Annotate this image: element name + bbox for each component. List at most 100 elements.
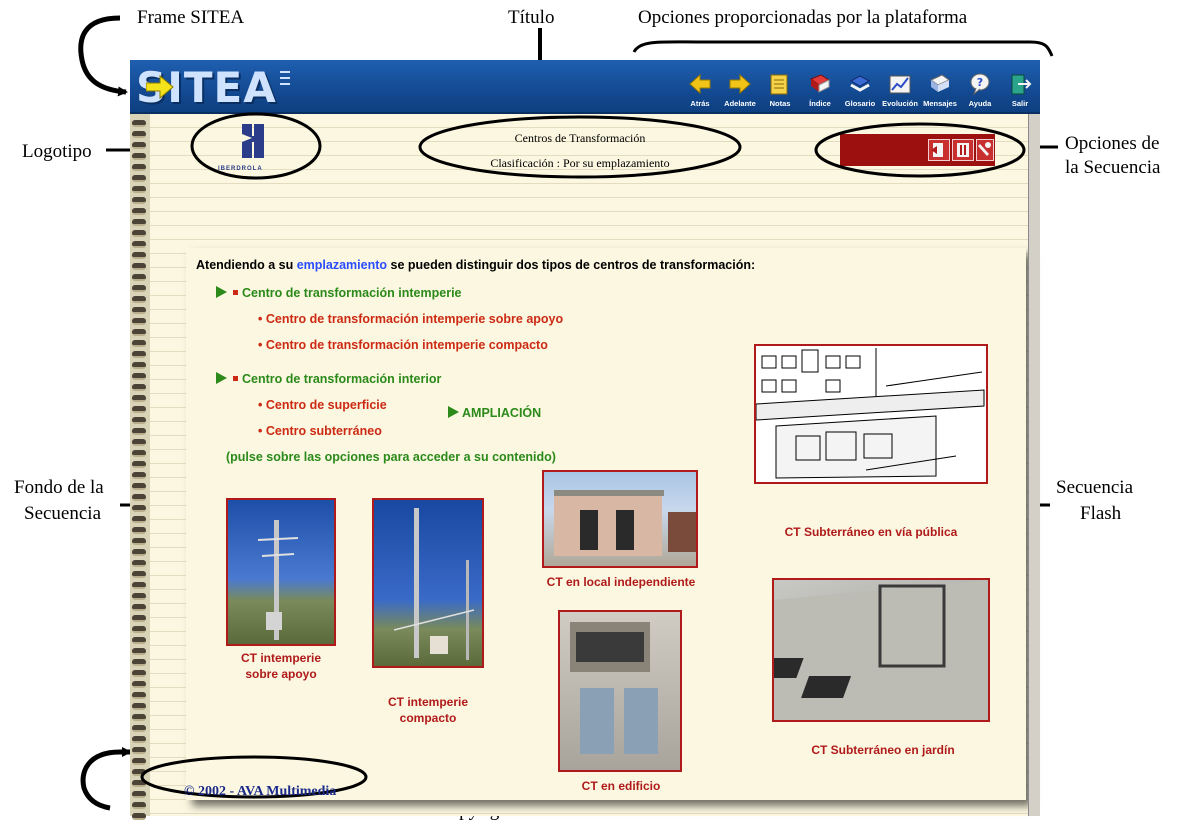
spiral-ring — [132, 802, 146, 809]
spiral-ring — [132, 351, 146, 358]
svg-text:?: ? — [977, 76, 983, 89]
spiral-ring — [132, 373, 146, 380]
spiral-ring — [132, 362, 146, 369]
spiral-ring — [132, 758, 146, 765]
spiral-ring — [132, 175, 146, 182]
content-frame: IBERDROLA Centros de Transformación Clas… — [140, 112, 1028, 816]
caption-compact[interactable]: CT intemperie compacto — [358, 694, 498, 726]
spiral-ring — [132, 538, 146, 545]
spiral-ring — [132, 637, 146, 644]
photo-independent-building-ct[interactable] — [542, 470, 698, 568]
toolbar-label-messages: Mensajes — [923, 99, 957, 108]
option-indoor-label: Centro de transformación interior — [242, 372, 442, 386]
spiral-ring — [132, 582, 146, 589]
garden-ct-drawing — [774, 580, 988, 720]
spiral-ring — [132, 571, 146, 578]
toolbar-label-forward: Adelante — [724, 99, 756, 108]
option-outdoor-compact[interactable]: • Centro de transformación intemperie co… — [258, 338, 548, 352]
title-ellipse — [418, 115, 742, 179]
sequence-back-button[interactable] — [928, 139, 950, 161]
spiral-ring — [132, 670, 146, 677]
caption-pole[interactable]: CT intemperie sobre apoyo — [206, 650, 356, 682]
option-underground[interactable]: • Centro subterráneo — [258, 424, 382, 438]
spiral-ring — [132, 252, 146, 259]
notes-icon — [770, 74, 788, 95]
option-outdoor[interactable]: Centro de transformación intemperie — [216, 286, 462, 300]
spiral-ring — [132, 307, 146, 314]
toolbar-button-help[interactable]: ? Ayuda — [960, 60, 1000, 112]
spiral-ring — [132, 813, 146, 820]
spiral-ring — [132, 439, 146, 446]
sequence-pause-button[interactable] — [952, 139, 974, 161]
option-surface[interactable]: • Centro de superficie — [258, 398, 387, 412]
spiral-ring — [132, 406, 146, 413]
toolbar-button-notes[interactable]: Notas — [760, 60, 800, 112]
option-indoor[interactable]: Centro de transformación interior — [216, 372, 441, 386]
spiral-ring — [132, 153, 146, 160]
caption-compact-1: CT intemperie — [387, 695, 468, 709]
toolbar-button-glossary[interactable]: Glosario — [840, 60, 880, 112]
photo-underground-garden[interactable] — [772, 578, 990, 722]
caption-garden[interactable]: CT Subterráneo en jardín — [811, 743, 955, 757]
photo-pole-mounted-ct[interactable] — [226, 498, 336, 646]
iberdrola-logo-caption: IBERDROLA — [218, 166, 263, 172]
logo-ellipse — [190, 112, 322, 180]
toolbar-button-forward[interactable]: Adelante — [720, 60, 760, 112]
sequence-options-bar — [840, 134, 995, 166]
toolbar-button-exit[interactable]: Salir — [1000, 60, 1040, 112]
iberdrola-logo-icon — [242, 124, 264, 158]
sitea-logo-bars — [279, 71, 290, 85]
toolbar-button-back[interactable]: Atrás — [680, 60, 720, 112]
option-outdoor-pole[interactable]: • Centro de transformación intemperie so… — [258, 312, 564, 326]
toolbar-label-index: Índice — [809, 99, 831, 108]
caption-public-road[interactable]: CT Subterráneo en vía pública — [784, 525, 958, 539]
intro-text: Atendiendo a su emplazamiento se pueden … — [196, 258, 755, 272]
tools-icon — [978, 142, 991, 156]
spiral-ring — [132, 736, 146, 743]
spiral-ring — [132, 285, 146, 292]
annotation-opciones-secuencia-1: Opciones de — [1065, 133, 1160, 154]
ampliacion-button[interactable]: AMPLIACIÓN — [448, 406, 541, 420]
spiral-ring — [132, 186, 146, 193]
sequence-tools-button[interactable] — [976, 139, 994, 161]
diagram-underground-public-road[interactable] — [754, 344, 988, 484]
spiral-ring — [132, 197, 146, 204]
spiral-ring — [132, 692, 146, 699]
bullet-square-icon — [233, 290, 238, 295]
arrow-left-icon — [689, 73, 711, 95]
help-icon: ? — [970, 73, 990, 96]
spiral-ring — [132, 417, 146, 424]
toolbar-label-notes: Notas — [769, 99, 791, 108]
spiral-ring — [132, 318, 146, 325]
annotation-fondo-1: Fondo de la — [14, 477, 104, 498]
spiral-ring — [132, 725, 146, 732]
spiral-ring — [132, 659, 146, 666]
glossary-icon — [849, 75, 871, 92]
toolbar-button-evolution[interactable]: Evolución — [880, 60, 920, 112]
flash-sequence-panel: Atendiendo a su emplazamiento se pueden … — [186, 248, 1026, 800]
intro-post: se pueden distinguir dos tipos de centro… — [387, 258, 756, 272]
spiral-ring — [132, 516, 146, 523]
annotation-opciones-secuencia-2: la Secuencia — [1065, 157, 1161, 178]
spiral-ring — [132, 714, 146, 721]
spiral-ring — [132, 340, 146, 347]
spiral-ring — [132, 648, 146, 655]
caption-independent[interactable]: CT en local independiente — [546, 575, 696, 589]
spiral-ring — [132, 626, 146, 633]
toolbar-button-messages[interactable]: Mensajes — [920, 60, 960, 112]
spiral-ring — [132, 791, 146, 798]
caption-building[interactable]: CT en edificio — [581, 779, 661, 793]
copyright-ellipse — [140, 755, 368, 799]
spiral-ring — [132, 604, 146, 611]
spiral-ring — [132, 472, 146, 479]
ampliacion-label: AMPLIACIÓN — [462, 406, 542, 420]
caption-pole-2: sobre apoyo — [245, 667, 317, 682]
spiral-ring — [132, 241, 146, 248]
photo-building-ct[interactable] — [558, 610, 682, 772]
vertical-scrollbar[interactable] — [1028, 114, 1040, 816]
spiral-ring — [132, 549, 146, 556]
underground-ct-drawing — [756, 348, 985, 479]
app-window: SITEA Atrás Adelante Notas Índice — [130, 60, 1040, 820]
toolbar-button-index[interactable]: Índice — [800, 60, 840, 112]
photo-compact-outdoor-ct[interactable] — [372, 498, 484, 668]
